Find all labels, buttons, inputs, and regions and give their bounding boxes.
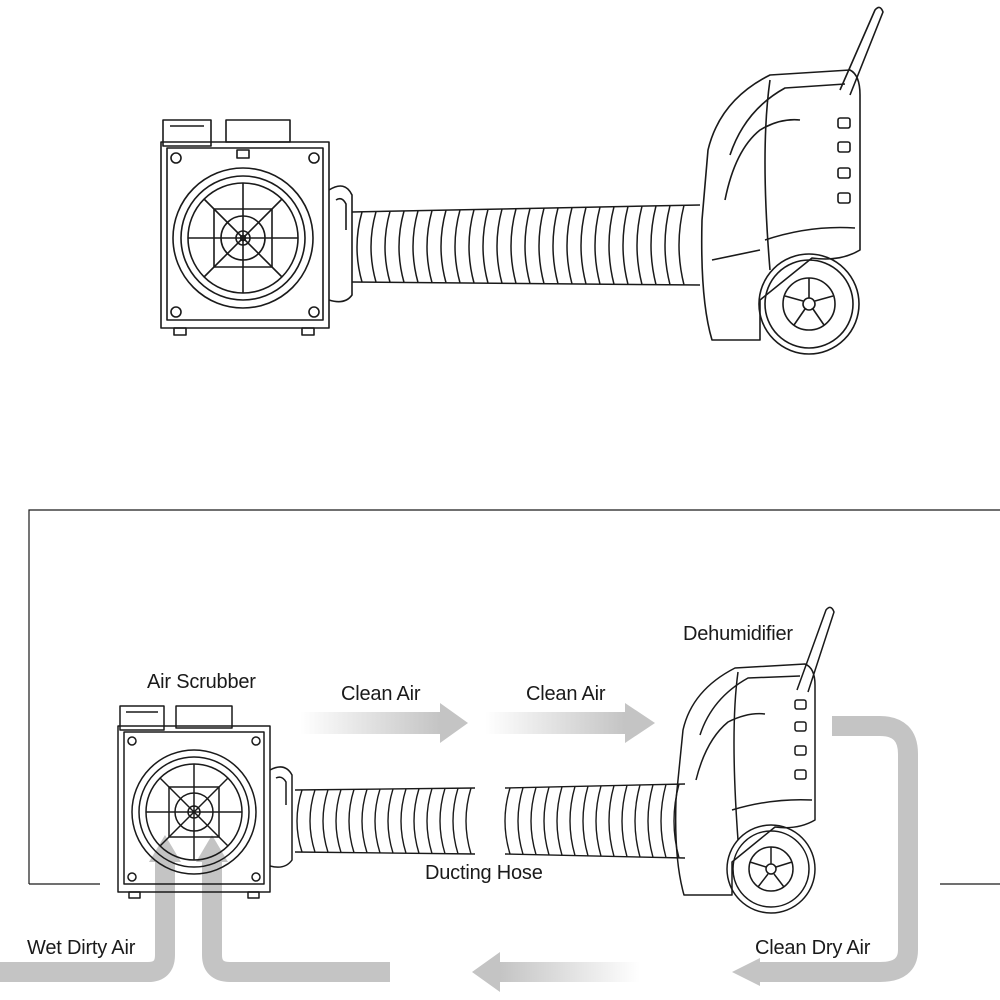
- hose-rib: [524, 208, 531, 284]
- room-outline: [28, 509, 1000, 885]
- hose-rib: [398, 210, 405, 283]
- hose-rib: [552, 207, 559, 284]
- dehumidifier-icon: [700, 6, 884, 355]
- hose-rib: [636, 205, 643, 285]
- hose-rib: [530, 787, 537, 855]
- hose-rib: [426, 210, 433, 283]
- dehumidifier-icon: [674, 606, 835, 914]
- hose-rib: [566, 207, 573, 285]
- hose-rib: [543, 786, 550, 856]
- hose-rib: [384, 211, 391, 283]
- hose-rib: [468, 209, 475, 284]
- hose-rib: [664, 205, 671, 285]
- hose-rib: [400, 788, 407, 854]
- hose-rib: [412, 210, 419, 283]
- air-scrubber-icon: [160, 119, 353, 336]
- air-scrubber-label: Air Scrubber: [147, 671, 256, 693]
- hose-rib: [387, 788, 394, 854]
- clean-air-label-1: Clean Air: [341, 683, 421, 705]
- hose-rib: [439, 788, 446, 854]
- hose-rib: [660, 784, 667, 858]
- hose-rib: [569, 786, 576, 856]
- hose-rib: [496, 208, 503, 284]
- hose-rib: [335, 789, 342, 853]
- ducting-hose-icon: [351, 204, 701, 286]
- hose-rib: [582, 785, 589, 857]
- hose-rib: [426, 788, 433, 854]
- hose-rib: [452, 787, 459, 855]
- flow-arrows: [0, 703, 918, 992]
- hose-rib: [538, 207, 545, 284]
- hose-rib: [374, 788, 381, 854]
- hose-rib: [517, 787, 524, 855]
- hose-rib: [647, 784, 654, 858]
- hose-rib: [608, 206, 615, 285]
- hose-rib: [454, 209, 461, 284]
- hose-rib: [594, 206, 601, 285]
- hose-rib: [650, 205, 657, 285]
- hose-rib: [595, 785, 602, 857]
- clean-air-label-2: Clean Air: [526, 683, 606, 705]
- hose-rib: [634, 784, 641, 858]
- hose-rib: [504, 787, 511, 855]
- hose-rib: [622, 206, 629, 285]
- ducting-hose-label: Ducting Hose: [425, 862, 543, 884]
- hose-rib: [361, 789, 368, 853]
- hose-rib: [370, 211, 377, 283]
- hose-rib: [678, 205, 685, 286]
- hose-rib: [608, 785, 615, 857]
- ducting-hose-icon: [294, 783, 686, 859]
- hose-rib: [510, 208, 517, 284]
- hose-rib: [296, 789, 303, 853]
- air-scrubber-icon: [117, 705, 293, 899]
- wet-dirty-air-label: Wet Dirty Air: [27, 937, 136, 959]
- hose-rib: [621, 785, 628, 857]
- dehumidifier-label: Dehumidifier: [683, 623, 793, 645]
- hose-rib: [413, 788, 420, 854]
- hose-rib: [348, 789, 355, 853]
- hose-rib: [440, 210, 447, 283]
- hose-rib: [356, 211, 363, 283]
- hose-rib: [580, 207, 587, 285]
- hose-rib: [482, 209, 489, 284]
- hose-rib: [322, 789, 329, 853]
- hose-rib: [465, 787, 472, 855]
- clean-dry-air-label: Clean Dry Air: [755, 937, 871, 959]
- hose-rib: [309, 789, 316, 853]
- hose-rib: [556, 786, 563, 856]
